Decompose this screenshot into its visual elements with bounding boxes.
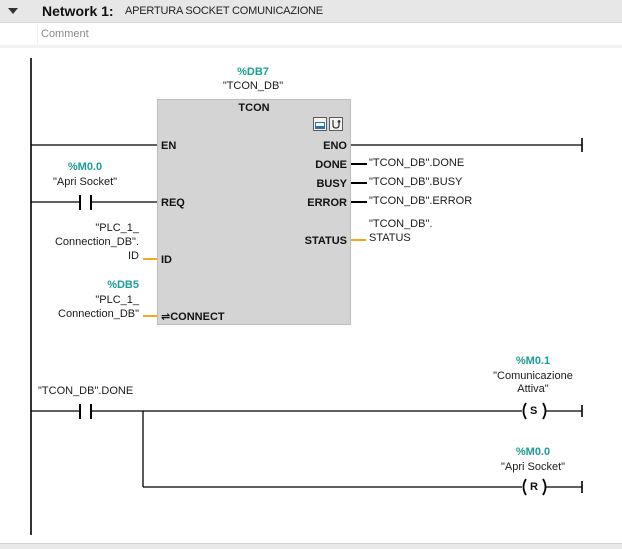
busy-operand[interactable]: "TCON_DB".BUSY — [369, 176, 463, 188]
set-coil-right — [542, 402, 547, 420]
collapse-triangle-icon[interactable] — [8, 8, 18, 14]
comment-placeholder: Comment — [41, 28, 89, 40]
reset-coil-left — [522, 478, 527, 496]
block-diagnostic-icon[interactable] — [329, 117, 343, 131]
reset-coil-letter[interactable]: R — [530, 481, 538, 493]
set-coil-letter[interactable]: S — [530, 405, 538, 417]
reset-coil-address[interactable]: %M0.0 — [515, 446, 551, 458]
set-coil-line1[interactable]: "Comunicazione — [493, 370, 573, 382]
connect-arrows-icon: ⇌ — [161, 311, 171, 323]
separator — [0, 45, 622, 48]
set-coil-address[interactable]: %M0.1 — [515, 355, 551, 367]
reset-coil-right — [542, 478, 547, 496]
tcon-block[interactable]: TCON EN REQ ID ⇌CONNECT ENO DONE BUSY ER… — [157, 99, 351, 325]
block-instance-address[interactable]: %DB7 — [237, 66, 269, 78]
pin-done[interactable]: DONE — [315, 159, 347, 171]
pin-error[interactable]: ERROR — [307, 197, 347, 209]
done-contact-operand[interactable]: "TCON_DB".DONE — [38, 385, 134, 397]
pin-req[interactable]: REQ — [161, 197, 185, 209]
id-operand-line3[interactable]: ID — [128, 250, 139, 262]
connect-operand-line2[interactable]: Connection_DB" — [58, 308, 139, 320]
block-instance-name[interactable]: "TCON_DB" — [222, 80, 284, 92]
done-operand[interactable]: "TCON_DB".DONE — [369, 157, 465, 169]
block-type: TCON — [238, 102, 270, 114]
pin-status[interactable]: STATUS — [304, 235, 347, 247]
connect-operand-line1[interactable]: "PLC_1_ — [95, 294, 139, 306]
id-operand-line1[interactable]: "PLC_1_ — [95, 222, 139, 234]
status-operand-line1[interactable]: "TCON_DB". — [369, 218, 433, 230]
pin-connect-wrap[interactable]: ⇌CONNECT — [161, 311, 225, 323]
pin-en[interactable]: EN — [161, 140, 177, 152]
status-operand-line2[interactable]: STATUS — [369, 232, 411, 244]
connect-operand-address[interactable]: %DB5 — [107, 279, 139, 291]
id-operand-line2[interactable]: Connection_DB". — [54, 236, 139, 248]
network-header: Network 1: APERTURA SOCKET COMUNICAZIONE — [0, 0, 622, 23]
block-window-icon[interactable] — [313, 117, 327, 131]
network-label: Network 1: — [42, 3, 114, 19]
reset-coil-name[interactable]: "Apri Socket" — [500, 461, 566, 473]
req-operand-address[interactable]: %M0.0 — [67, 161, 103, 173]
pin-busy[interactable]: BUSY — [316, 178, 347, 190]
error-operand[interactable]: "TCON_DB".ERROR — [369, 195, 473, 207]
bottom-scroll-edge — [0, 543, 622, 549]
set-coil-line2[interactable]: Attiva" — [517, 383, 549, 395]
req-operand-name[interactable]: "Apri Socket" — [52, 176, 118, 188]
pin-eno[interactable]: ENO — [323, 140, 347, 152]
pin-id[interactable]: ID — [161, 254, 172, 266]
pin-connect: CONNECT — [170, 311, 225, 323]
set-coil-left — [522, 402, 527, 420]
network-title[interactable]: APERTURA SOCKET COMUNICAZIONE — [125, 5, 323, 17]
